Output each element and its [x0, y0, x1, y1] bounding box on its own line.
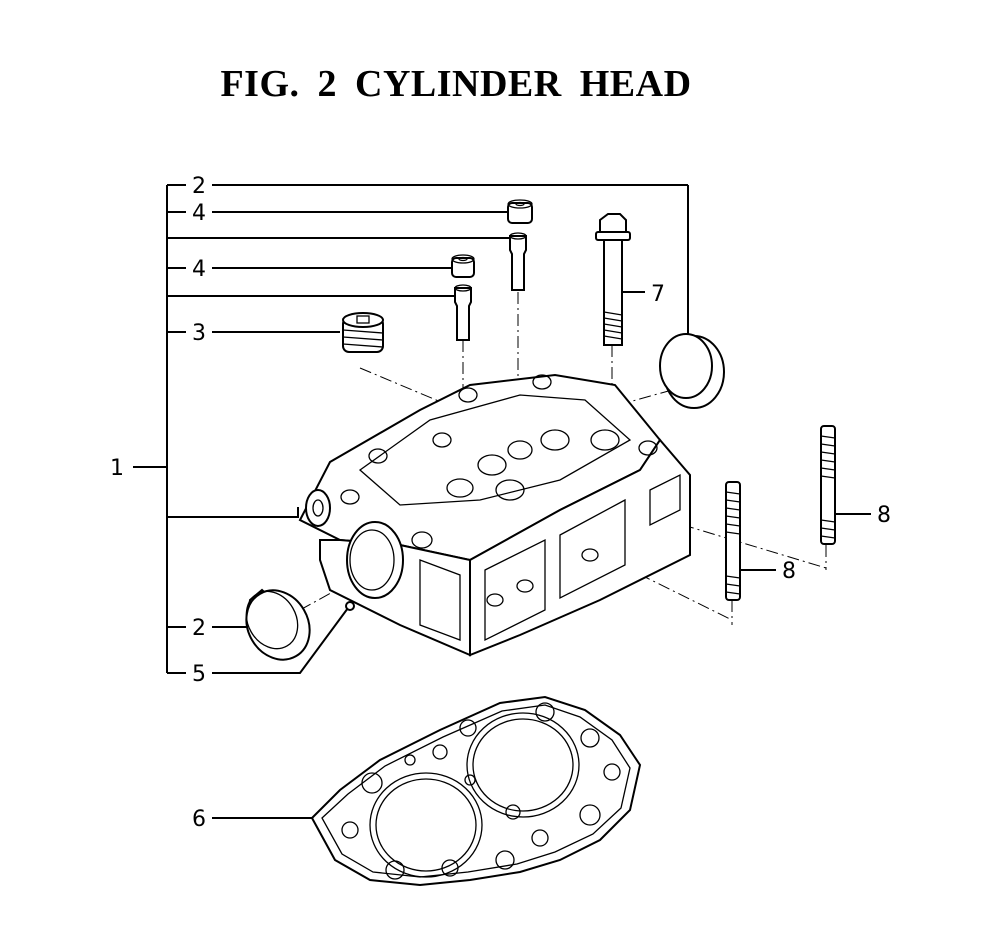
valve-guide-mid	[454, 284, 472, 341]
valve-stem-seal-mid	[451, 254, 475, 278]
stud-mid	[725, 481, 741, 601]
callout-2-top: 2	[192, 174, 206, 199]
callout-4-top: 4	[192, 201, 206, 226]
stud-right	[820, 425, 836, 545]
callout-3: 3	[192, 321, 206, 346]
cylinder-head-gasket	[310, 695, 642, 887]
leader-lines	[212, 184, 871, 819]
cylinder-head-body	[298, 373, 691, 657]
callout-2-bottom: 2	[192, 616, 206, 641]
callout-1: 1	[110, 456, 124, 481]
callout-4-mid: 4	[192, 257, 206, 282]
cylinder-head-bolt	[595, 213, 631, 346]
assembly-bracket	[133, 184, 512, 674]
cup-plug-bottom	[245, 588, 311, 661]
callout-5: 5	[192, 662, 206, 687]
expansion-plug-top	[659, 333, 725, 409]
callout-8-mid: 8	[782, 559, 796, 584]
figure-title: FIG. 2 CYLINDER HEAD	[220, 63, 692, 105]
callout-7: 7	[651, 282, 665, 307]
callout-8-right: 8	[877, 503, 891, 528]
callout-6: 6	[192, 807, 206, 832]
threaded-plug-nut	[342, 312, 384, 353]
valve-stem-seal-top	[507, 199, 533, 224]
valve-guide-top	[509, 232, 527, 291]
dowel-pin	[345, 601, 355, 611]
